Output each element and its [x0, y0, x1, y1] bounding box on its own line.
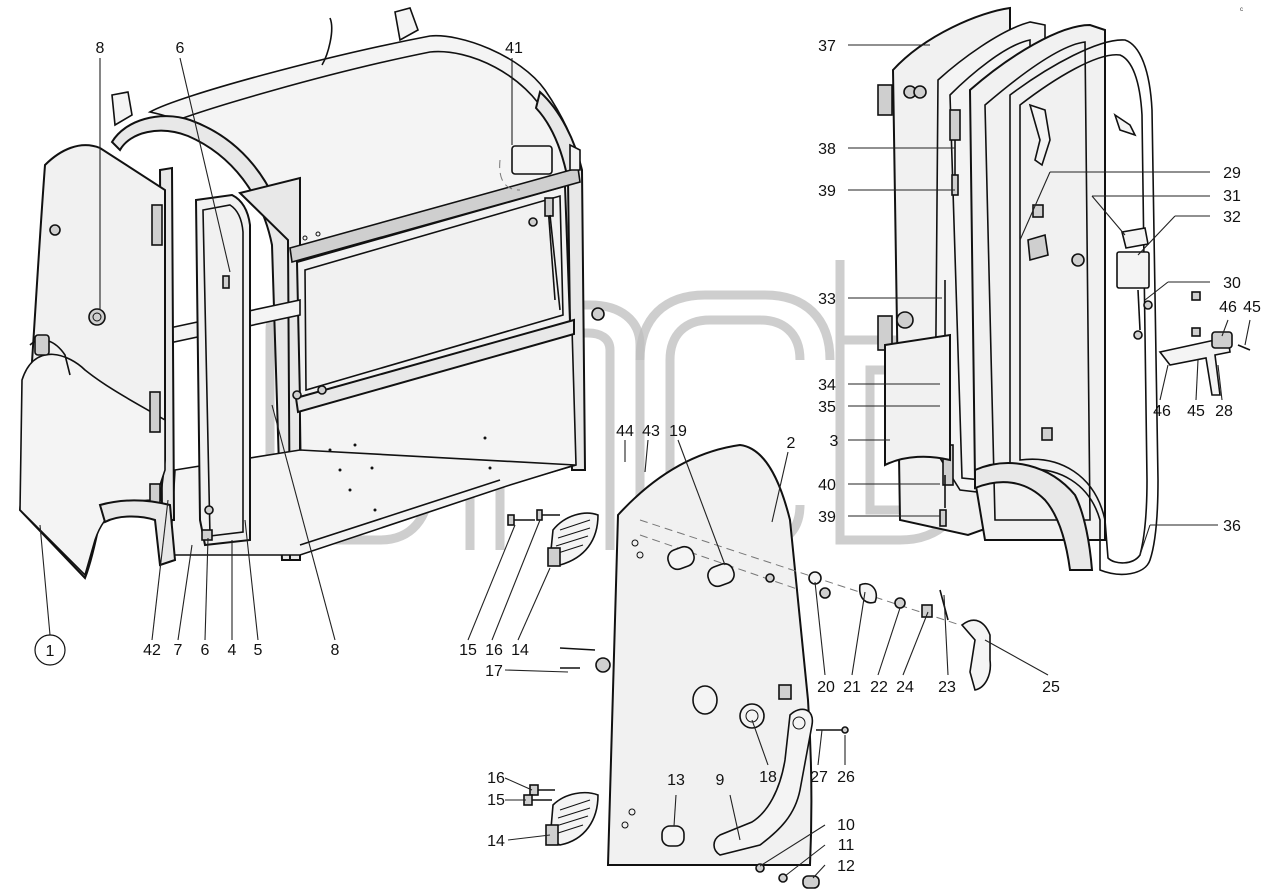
callout-13: 13 [667, 772, 685, 789]
callout-14-top: 14 [511, 642, 529, 659]
callout-45-bottom: 45 [1187, 403, 1205, 420]
callout-44: 44 [616, 423, 634, 440]
hinge-bracket-upper [507, 509, 599, 567]
door-glass-panel [559, 443, 813, 866]
callout-10: 10 [837, 817, 855, 834]
callout-34: 34 [818, 377, 836, 394]
callout-8-bottom: 8 [331, 642, 340, 659]
callout-8-top: 8 [96, 40, 105, 57]
callout-33: 33 [818, 291, 836, 308]
callout-7: 7 [174, 642, 183, 659]
hinge-bracket-lower [523, 784, 599, 846]
callout-32: 32 [1223, 209, 1241, 226]
callout-25: 25 [1042, 679, 1060, 696]
callout-21: 21 [843, 679, 861, 696]
callout-22: 22 [870, 679, 888, 696]
inner-handle-assembly [661, 703, 849, 889]
cab-body [110, 7, 605, 561]
callout-18: 18 [759, 769, 777, 786]
callout-15-top: 15 [459, 642, 477, 659]
callout-42: 42 [143, 642, 161, 659]
callout-39-top: 39 [818, 183, 836, 200]
side-window-strip [194, 193, 251, 547]
corner-code: с [1240, 7, 1243, 13]
callout-17: 17 [485, 663, 503, 680]
callout-24: 24 [896, 679, 914, 696]
callout-37: 37 [818, 38, 836, 55]
callout-20: 20 [817, 679, 835, 696]
callout-43: 43 [642, 423, 660, 440]
callout-28: 28 [1215, 403, 1233, 420]
callout-16-bottom: 16 [487, 770, 505, 787]
callout-6-top: 6 [176, 40, 185, 57]
door-glass-with-latch [968, 23, 1106, 541]
callout-1-circle [34, 634, 66, 666]
callout-2: 2 [787, 435, 796, 452]
left-door-panel [18, 144, 177, 580]
callout-6-bottom: 6 [201, 642, 210, 659]
callout-35: 35 [818, 399, 836, 416]
callout-19: 19 [669, 423, 687, 440]
callout-9: 9 [716, 772, 725, 789]
leader-lines [39, 44, 1251, 879]
callout-27: 27 [810, 769, 828, 786]
callout-30: 30 [1223, 275, 1241, 292]
callout-38: 38 [818, 141, 836, 158]
callout-39-bottom: 39 [818, 509, 836, 526]
callout-45-top: 45 [1243, 299, 1261, 316]
callout-5: 5 [254, 642, 263, 659]
callout-15-bottom: 15 [487, 792, 505, 809]
callout-14-bottom: 14 [487, 833, 505, 850]
callout-31: 31 [1223, 188, 1241, 205]
callout-3: 3 [830, 433, 839, 450]
callout-36: 36 [1223, 518, 1241, 535]
callout-46-top: 46 [1219, 299, 1237, 316]
callout-29: 29 [1223, 165, 1241, 182]
outer-latch-and-handle [1116, 227, 1251, 396]
latch-hardware-row [639, 519, 992, 691]
callout-46-bottom: 46 [1153, 403, 1171, 420]
callout-11: 11 [838, 837, 855, 854]
callout-23: 23 [938, 679, 956, 696]
callout-40: 40 [818, 477, 836, 494]
callout-1: 1 [46, 643, 55, 660]
callout-labels: 1 8 6 41 42 7 6 4 5 8 44 43 19 2 15 16 1… [34, 38, 1261, 875]
callout-26: 26 [837, 769, 855, 786]
callout-41: 41 [505, 40, 523, 57]
callout-4: 4 [228, 642, 237, 659]
callout-12: 12 [837, 858, 855, 875]
callout-16-top: 16 [485, 642, 503, 659]
